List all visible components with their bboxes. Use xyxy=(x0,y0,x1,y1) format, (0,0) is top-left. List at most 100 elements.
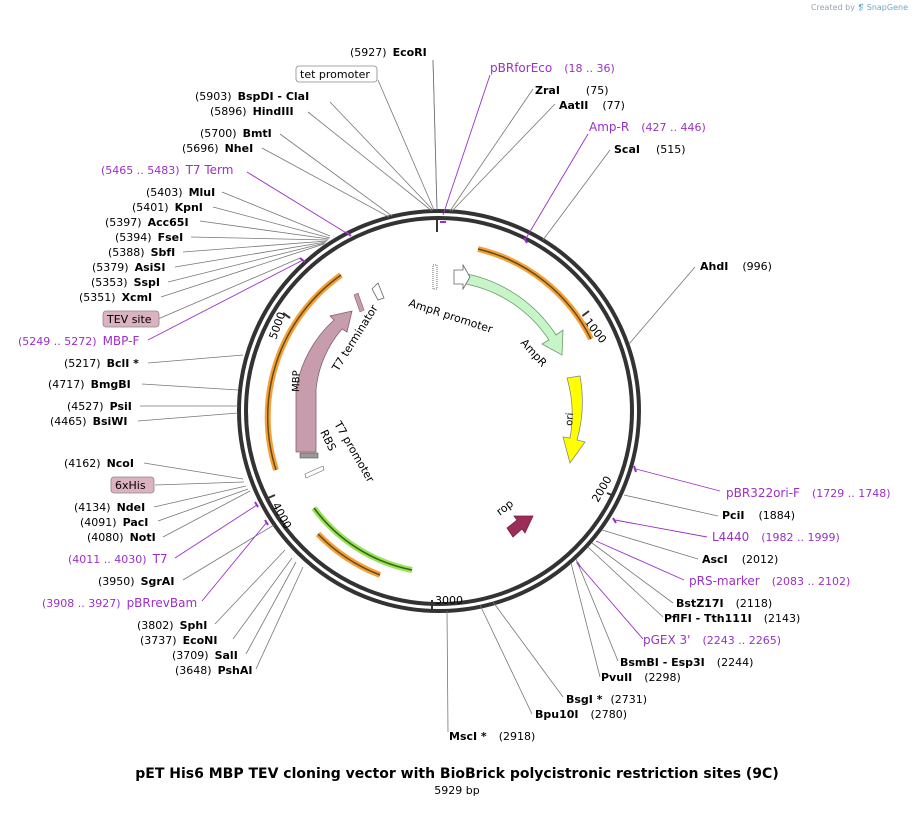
leader-bmgbi xyxy=(141,383,239,391)
leader-ncoi xyxy=(143,462,244,480)
watermark-prefix: Created by xyxy=(810,3,855,12)
enzyme-kpni: (5401)KpnI xyxy=(132,201,203,214)
enzyme-asisi: (5379)AsiSI xyxy=(92,261,165,274)
enzyme-fsei: (5394)FseI xyxy=(115,231,183,244)
primer-mark-t7 xyxy=(254,501,259,508)
enzyme-aatii: AatII(77) xyxy=(559,99,625,112)
tev-site-box xyxy=(102,310,160,328)
leader-xcmi xyxy=(160,243,325,298)
leader-paci xyxy=(157,488,249,522)
enzyme-labels-right: ZraI(75) AatII(77) ScaI(515) AhdI(996) P… xyxy=(449,84,800,743)
label-ampr: AmpR xyxy=(518,336,550,369)
leader-ndei xyxy=(153,485,247,508)
tet-small-arrow xyxy=(371,282,385,301)
primer-mbp-f: (5249 .. 5272)MBP-F xyxy=(18,334,139,348)
leader-mlui xyxy=(221,191,331,237)
label-rop: rop xyxy=(494,497,516,518)
enzyme-sgrai: (3950)SgrAI xyxy=(98,575,174,588)
label-mbp: MBP xyxy=(291,370,303,392)
tick-2000 xyxy=(606,492,615,497)
leader-bsmbi xyxy=(575,558,619,662)
primer-t7: (4011 .. 4030)T7 xyxy=(68,552,168,566)
tick-label-3000: 3000 xyxy=(435,594,463,607)
feature-band-green-line xyxy=(313,507,413,571)
label-t7-promoter: T7 promoter xyxy=(331,418,377,485)
enzyme-asci: AscI(2012) xyxy=(702,553,778,566)
enzyme-mlui: (5403)MluI xyxy=(146,186,215,199)
enzyme-hindiii: (5896)HindIII xyxy=(210,105,294,118)
enzyme-ecori: (5927)EcoRI xyxy=(350,46,427,59)
enzyme-xcmi: (5351)XcmI xyxy=(79,291,152,304)
tick-1000 xyxy=(581,310,590,317)
leader-tet-promoter xyxy=(377,79,435,211)
leader-bpu10i xyxy=(479,604,533,715)
enzyme-ndei: (4134)NdeI xyxy=(74,501,145,514)
primer-l4440: L4440(1982 .. 1999) xyxy=(712,530,840,544)
leader-kpni xyxy=(212,206,331,239)
label-ori: ori xyxy=(564,412,576,426)
hatched-mark xyxy=(432,264,438,290)
enzyme-labels-left: (5927)EcoRI (5903)BspDI - ClaI (5896)Hin… xyxy=(48,46,427,677)
leader-bcli xyxy=(147,354,244,364)
leader-mbp-f xyxy=(147,259,304,341)
leader-bsgi xyxy=(492,601,564,698)
leader-hindiii xyxy=(307,111,433,212)
leader-pbrrevbam xyxy=(201,521,268,602)
leader-pshai xyxy=(255,566,304,670)
t7-promoter-mark xyxy=(304,465,325,479)
enzyme-bsmbi-esp3i: BsmBI - Esp3I(2244) xyxy=(620,656,753,669)
leader-pcii xyxy=(623,494,719,517)
leader-aatii xyxy=(451,103,556,212)
leader-fsei xyxy=(190,236,329,241)
enzyme-scai: ScaI(515) xyxy=(614,143,686,156)
enzyme-bpu10i: Bpu10I(2780) xyxy=(535,708,627,721)
primer-mark-t7term xyxy=(345,231,352,237)
primer-mark-l4440 xyxy=(612,517,617,524)
enzyme-bstz17i: BstZ17I(2118) xyxy=(676,597,772,610)
label-t7-terminator: T7 terminator xyxy=(329,302,381,374)
primer-labels-right: pBRforEco(18 .. 36) Amp-R(427 .. 446) pB… xyxy=(490,61,891,647)
leader-pgex xyxy=(578,564,644,640)
leader-prs-marker xyxy=(595,540,685,581)
primer-band-bottom-line xyxy=(317,533,381,576)
primer-band-left-line xyxy=(266,274,342,471)
leader-bstz17i xyxy=(591,542,674,604)
tick-5000 xyxy=(282,312,291,319)
enzyme-paci: (4091)PacI xyxy=(80,516,148,529)
primer-amp-r: Amp-R(427 .. 446) xyxy=(589,120,706,134)
leader-sspi xyxy=(167,242,326,283)
leader-amp-r xyxy=(524,133,589,241)
map-length: 5929 bp xyxy=(434,784,480,797)
enzyme-bmti: (5700)BmtI xyxy=(200,127,272,140)
leader-zrai xyxy=(449,88,534,212)
leader-sgrai xyxy=(182,524,275,581)
enzyme-pflfi-tth111i: PflFI - Tth111I(2143) xyxy=(664,612,800,625)
ampr-promoter-arrow xyxy=(453,263,471,291)
leader-pflfi xyxy=(587,546,664,618)
tet-promoter-box xyxy=(295,65,378,83)
enzyme-bmgbi: (4717)BmgBI xyxy=(48,378,131,391)
enzyme-sspi: (5353)SspI xyxy=(91,276,160,289)
primer-band-ampr-line xyxy=(477,248,592,340)
enzyme-pvuii: PvuII(2298) xyxy=(601,671,681,684)
watermark-brand: SnapGene xyxy=(866,3,908,12)
leader-lines xyxy=(137,59,719,733)
enzyme-bsiwi: (4465)BsiWI xyxy=(50,415,128,428)
t7-terminator-mark xyxy=(353,292,365,313)
ampr-gene-arrow xyxy=(465,273,564,356)
enzyme-econi: (3737)EcoNI xyxy=(140,634,217,647)
leader-l4440 xyxy=(614,519,708,538)
leader-acc65i xyxy=(199,220,330,240)
backbone-inner-ring xyxy=(244,216,634,606)
enzyme-ncoi: (4162)NcoI xyxy=(64,457,134,470)
ori-arrow xyxy=(562,375,586,464)
tick-4000 xyxy=(267,494,276,499)
primer-leader-lines xyxy=(147,74,721,640)
enzyme-bsgi: BsgI *(2731) xyxy=(566,693,647,706)
primer-mark-pbr322ori xyxy=(633,465,637,473)
leader-clai xyxy=(329,101,434,211)
leader-tev-site xyxy=(157,257,301,320)
primer-pgex-3: pGEX 3'(2243 .. 2265) xyxy=(643,633,781,647)
enzyme-bspdi-clai: (5903)BspDI - ClaI xyxy=(195,90,309,103)
